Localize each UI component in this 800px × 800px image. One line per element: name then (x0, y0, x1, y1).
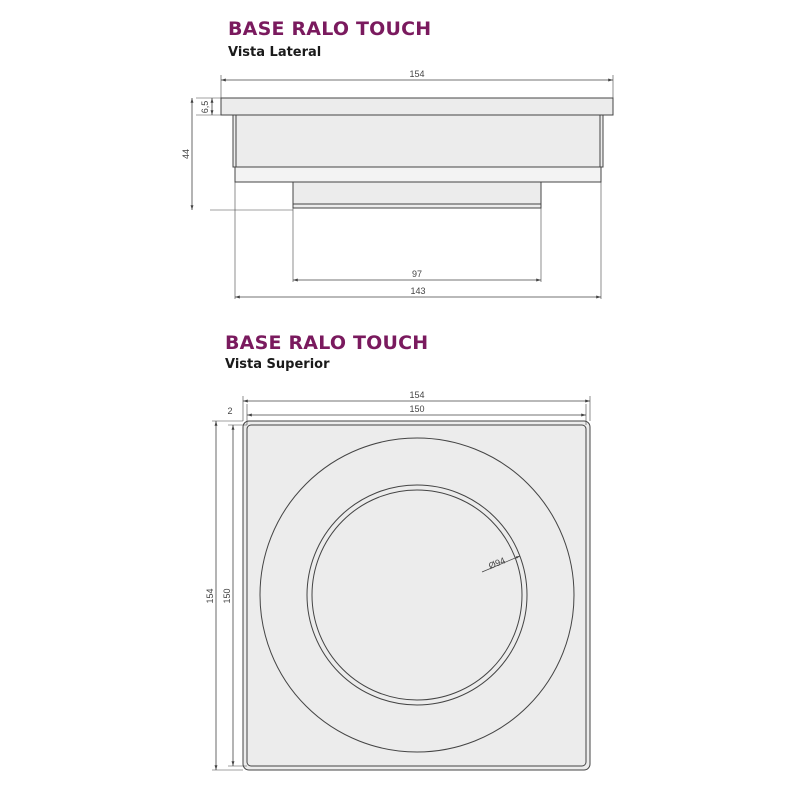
lateral-body (232, 114, 604, 168)
dim-flange-height: 6,5 (200, 101, 210, 114)
top-inner-circle-edge (311, 489, 523, 701)
dim-outlet-width: 97 (412, 269, 422, 279)
lateral-lower-band (234, 166, 602, 183)
top-view (212, 396, 591, 771)
lateral-dimension-labels: 154 6,5 44 97 143 (181, 69, 426, 296)
top-view-subtitle: Vista Superior (225, 357, 330, 372)
top-view-title: BASE RALO TOUCH (225, 332, 429, 354)
dim-border: 2 (227, 406, 232, 416)
dim-inner-width: 150 (409, 404, 424, 414)
dim-outer-width: 154 (409, 390, 424, 400)
dim-inner-height: 150 (222, 588, 232, 603)
lateral-flange (220, 97, 614, 116)
lateral-view (190, 75, 614, 299)
dim-body-width: 143 (410, 286, 425, 296)
lateral-view-title: BASE RALO TOUCH (228, 18, 432, 40)
lateral-view-subtitle: Vista Lateral (228, 45, 322, 60)
dim-overall-width: 154 (409, 69, 424, 79)
dim-total-height: 44 (181, 149, 191, 159)
dim-outer-height: 154 (205, 588, 215, 603)
dim-line-diameter (481, 555, 521, 573)
